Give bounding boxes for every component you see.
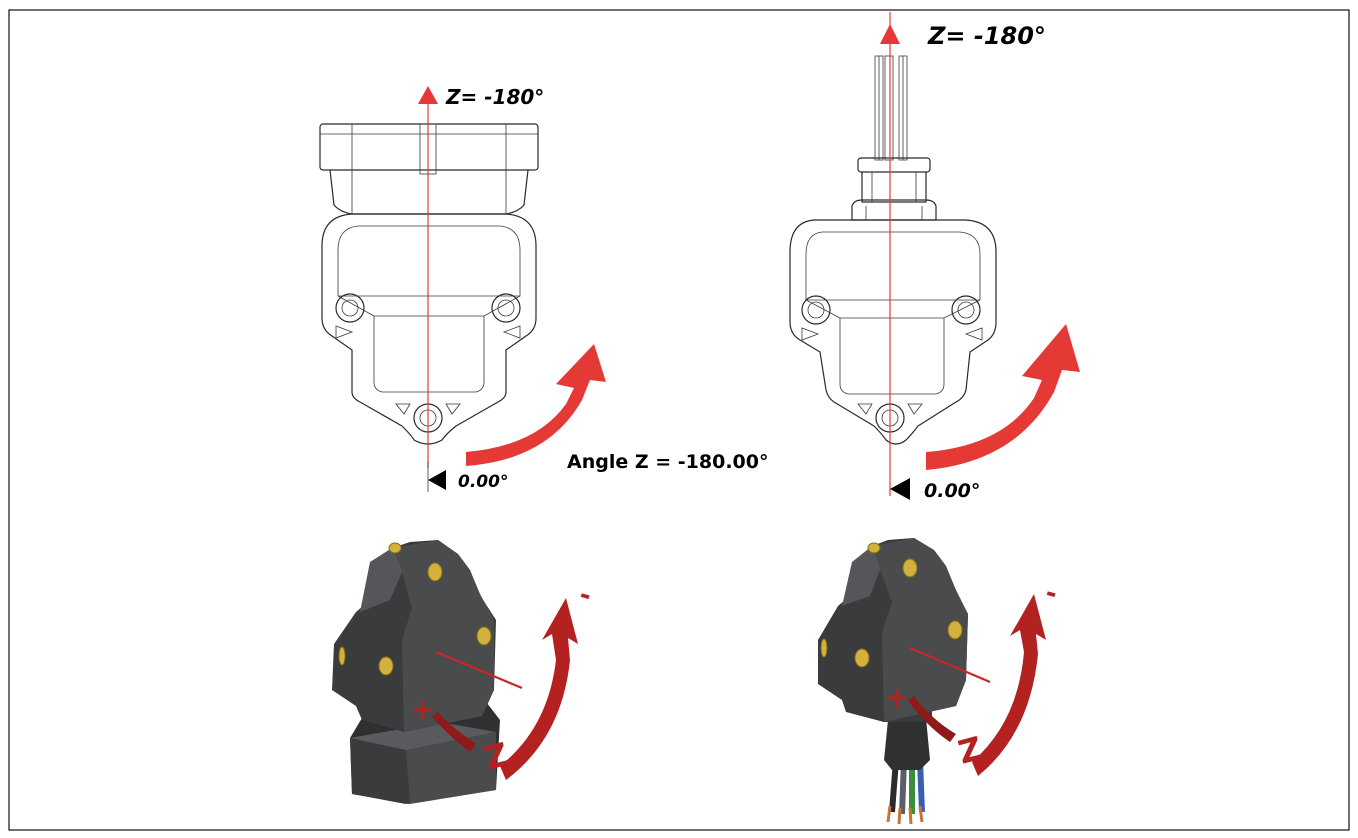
left-insert-back <box>388 542 402 554</box>
right-zero-marker-icon <box>890 478 910 500</box>
left-connector-outline <box>319 123 539 215</box>
right-insert-edge <box>820 638 828 658</box>
left-render-axis <box>435 650 523 690</box>
left-sensor-render: + - Z <box>332 540 594 804</box>
right-render-z: Z <box>954 729 986 772</box>
right-insert-right <box>947 620 963 640</box>
right-insert-back <box>867 542 881 554</box>
left-zero-marker-icon <box>428 470 446 490</box>
right-wires-outline <box>874 55 908 161</box>
right-render-plus: + <box>884 681 909 716</box>
right-z-label: Z= -180° <box>927 22 1046 50</box>
left-insert-edge <box>338 646 346 666</box>
left-insert-left <box>378 656 394 676</box>
left-insert-right <box>476 626 492 646</box>
left-z-axis-arrowhead <box>418 86 438 104</box>
angle-z-label: Angle Z = -180.00° <box>567 451 768 473</box>
left-render-minus: - <box>576 580 594 612</box>
right-rotation-arrow <box>926 324 1080 470</box>
left-render-plus: + <box>410 693 435 728</box>
left-render-rotation-arrow <box>500 598 578 780</box>
right-render-axis <box>909 646 991 684</box>
figure-frame <box>8 9 1350 831</box>
left-zero-label: 0.00° <box>458 472 508 492</box>
left-insert-top <box>427 562 443 582</box>
left-z-label: Z= -180° <box>445 85 544 109</box>
right-insert-left <box>854 648 870 668</box>
right-drawing: Z= -180° 0.00° <box>789 12 1080 502</box>
right-render-rotation-arrow <box>972 594 1046 776</box>
right-zero-label: 0.00° <box>924 480 980 502</box>
right-z-axis-arrowhead <box>880 24 900 44</box>
right-body-outline <box>789 219 997 445</box>
left-rotation-arrow <box>466 344 606 466</box>
right-insert-top <box>902 558 918 578</box>
left-body-outline <box>321 213 537 445</box>
right-sensor-render: + - Z <box>818 538 1060 825</box>
right-gland-outline <box>851 157 937 221</box>
right-render-minus: - <box>1042 578 1060 610</box>
left-drawing: Z= -180° 0.00° <box>319 85 606 492</box>
